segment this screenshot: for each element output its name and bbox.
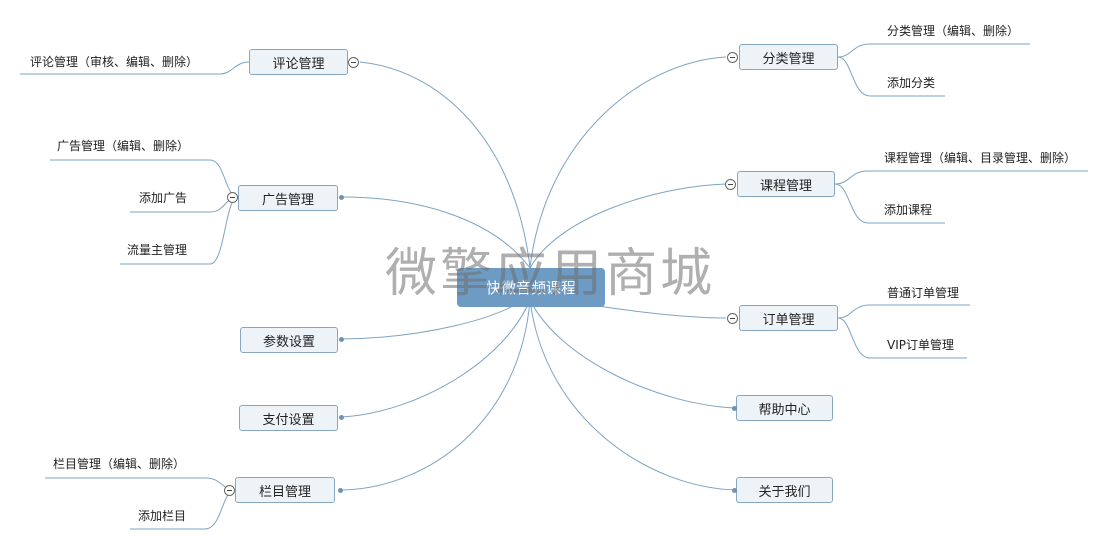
branch-params[interactable]: 参数设置	[240, 327, 338, 353]
payment-dot-icon	[339, 415, 344, 420]
leaf-course-1[interactable]: 课程管理（编辑、目录管理、删除）	[884, 151, 1077, 165]
edge-help	[529, 299, 737, 409]
help-dot-icon	[732, 406, 737, 411]
branch-help[interactable]: 帮助中心	[736, 395, 833, 421]
edge-order-leaf-1	[837, 304, 970, 319]
edge-category	[529, 56, 727, 269]
edge-column-leaf-1	[45, 477, 236, 491]
leaf-ads-1[interactable]: 广告管理（编辑、删除）	[57, 139, 190, 153]
edge-course-leaf-2	[834, 183, 945, 224]
leaf-ads-3[interactable]: 流量主管理	[127, 243, 188, 257]
edge-course-leaf-1	[834, 170, 1088, 185]
edge-about	[529, 299, 737, 491]
collapse-category-icon[interactable]	[727, 52, 738, 63]
collapse-ads-icon[interactable]	[227, 192, 238, 203]
about-dot-icon	[732, 488, 737, 493]
leaf-order-1[interactable]: 普通订单管理	[887, 286, 960, 300]
watermark: 微擎应用商城	[385, 244, 716, 304]
branch-column[interactable]: 栏目管理	[235, 477, 335, 503]
leaf-course-2[interactable]: 添加课程	[884, 203, 933, 217]
leaf-category-1[interactable]: 分类管理（编辑、删除）	[887, 24, 1020, 38]
edge-course	[529, 183, 727, 269]
column-dot-icon	[338, 488, 343, 493]
leaf-column-1[interactable]: 栏目管理（编辑、删除）	[53, 457, 186, 471]
branch-about[interactable]: 关于我们	[736, 477, 833, 503]
leaf-order-2[interactable]: VIP订单管理	[887, 338, 954, 352]
branch-course[interactable]: 课程管理	[737, 171, 835, 197]
ads-dot-icon	[339, 195, 344, 200]
edge-comment	[359, 61, 531, 269]
collapse-column-icon[interactable]	[224, 485, 235, 496]
edge-column	[341, 299, 531, 491]
branch-comment[interactable]: 评论管理	[249, 49, 348, 75]
leaf-category-2[interactable]: 添加分类	[887, 76, 936, 90]
edge-category-leaf-1	[837, 43, 1030, 58]
edge-category-leaf-2	[837, 56, 945, 97]
edge-order-leaf-2	[837, 317, 967, 359]
collapse-comment-icon[interactable]	[348, 57, 359, 68]
collapse-order-icon[interactable]	[727, 313, 738, 324]
leaf-comment-1[interactable]: 评论管理（审核、编辑、删除）	[30, 55, 199, 69]
branch-order[interactable]: 订单管理	[739, 305, 838, 331]
edge-ads	[341, 196, 531, 269]
edge-comment-leaf-1	[20, 61, 250, 75]
leaf-column-2[interactable]: 添加栏目	[138, 509, 187, 523]
central-topic[interactable]: 快微音频课程	[457, 268, 605, 307]
edge-payment	[341, 299, 531, 418]
branch-category[interactable]: 分类管理	[739, 44, 838, 70]
collapse-course-icon[interactable]	[725, 179, 736, 190]
params-dot-icon	[339, 337, 344, 342]
leaf-ads-2[interactable]: 添加广告	[139, 191, 188, 205]
branch-ads[interactable]: 广告管理	[238, 185, 338, 211]
branch-payment[interactable]: 支付设置	[239, 405, 338, 431]
